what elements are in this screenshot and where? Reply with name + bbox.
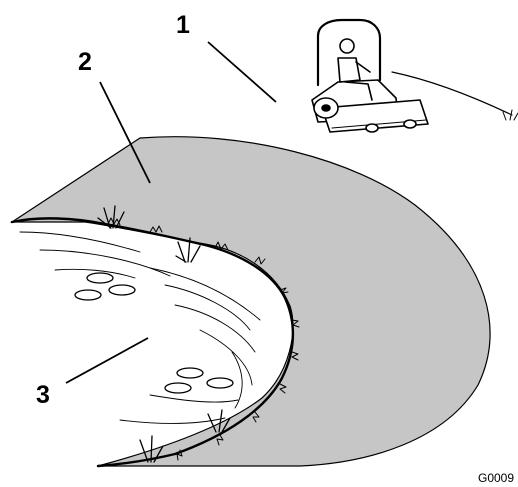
callout-1: 1 xyxy=(176,11,190,39)
callout-3: 3 xyxy=(36,381,50,409)
leader-line-1 xyxy=(208,42,276,102)
stone-icon xyxy=(165,368,233,393)
stone-icon xyxy=(75,273,135,300)
figure-code: G0009 xyxy=(478,471,514,485)
callout-2: 2 xyxy=(78,48,92,76)
riding-mower-icon xyxy=(312,20,518,132)
slope-area xyxy=(12,137,490,466)
water-ripples xyxy=(20,232,260,424)
leader-line-3 xyxy=(66,338,148,383)
